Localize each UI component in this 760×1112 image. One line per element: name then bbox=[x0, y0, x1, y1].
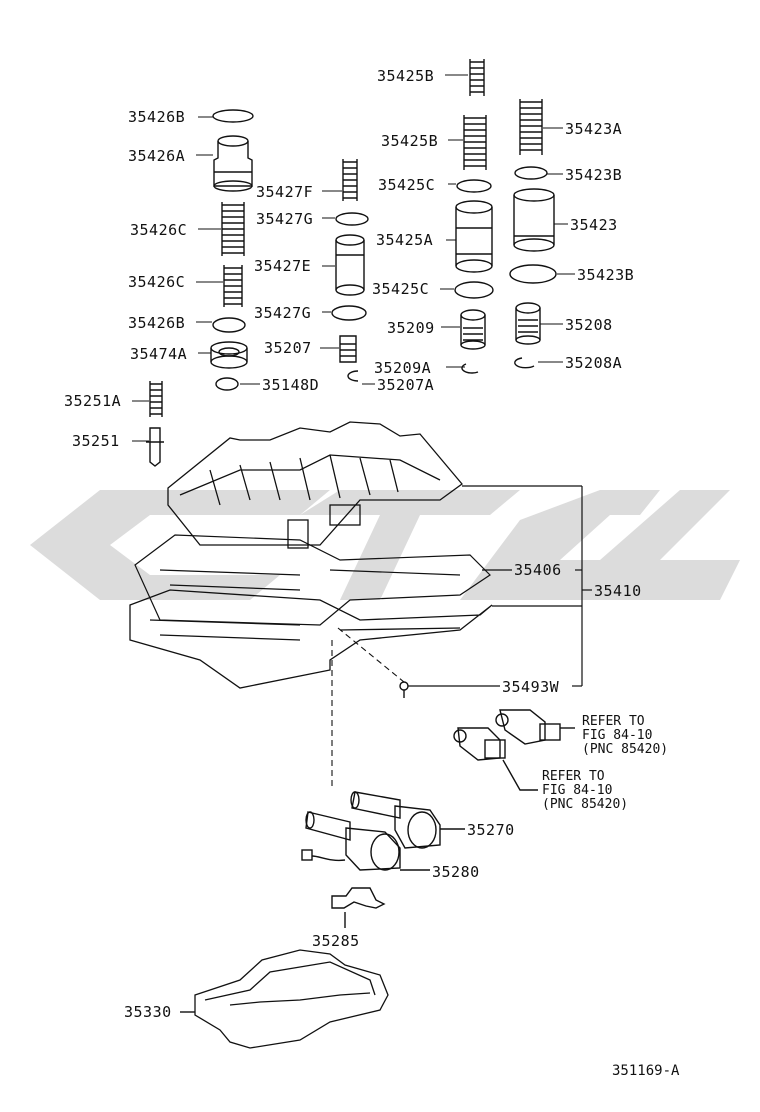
piston-35426A bbox=[213, 135, 253, 192]
spring-35251A bbox=[149, 381, 163, 417]
spring-35425B-top bbox=[469, 59, 485, 96]
spring-35423A bbox=[519, 99, 543, 155]
piston-35423 bbox=[513, 188, 555, 252]
label-35425B-top: 35425B bbox=[377, 67, 435, 85]
label-35427E: 35427E bbox=[254, 257, 312, 275]
o-ring-35425C-2 bbox=[454, 281, 494, 299]
o-ring-35427G-2 bbox=[331, 305, 367, 321]
label-35426B-bottom: 35426B bbox=[128, 314, 186, 332]
label-35285: 35285 bbox=[312, 932, 360, 950]
label-35474A: 35474A bbox=[130, 345, 188, 363]
refer-note-2: REFER TO FIG 84-10 (PNC 85420) bbox=[542, 769, 629, 812]
label-35208: 35208 bbox=[565, 316, 613, 334]
clip-35209A bbox=[461, 363, 479, 374]
o-ring-35423B-2 bbox=[509, 264, 557, 284]
spring-35426C-2 bbox=[223, 265, 243, 307]
watermark-logo bbox=[30, 490, 740, 600]
valve-35208 bbox=[515, 302, 541, 345]
label-35425B-2: 35425B bbox=[381, 132, 439, 150]
ring-35148D bbox=[215, 377, 239, 391]
clip-35208A bbox=[514, 357, 535, 369]
label-35427G-2: 35427G bbox=[254, 304, 312, 322]
valve-35251 bbox=[146, 427, 164, 467]
valve-35207 bbox=[339, 335, 357, 363]
bracket-35285 bbox=[331, 887, 386, 909]
label-35148D: 35148D bbox=[262, 376, 320, 394]
label-35427G-1: 35427G bbox=[256, 210, 314, 228]
label-35251A: 35251A bbox=[64, 392, 122, 410]
solenoid-refer-1 bbox=[495, 709, 575, 745]
assembly-bracket bbox=[408, 485, 592, 687]
label-35270: 35270 bbox=[467, 821, 515, 839]
label-35251: 35251 bbox=[72, 432, 120, 450]
dashed-guides bbox=[331, 627, 405, 790]
valve-body-upper-35406 bbox=[167, 421, 463, 549]
spring-35425B-2 bbox=[463, 115, 487, 170]
label-35423B-1: 35423B bbox=[565, 166, 623, 184]
label-35426B-top: 35426B bbox=[128, 108, 186, 126]
label-35426C-1: 35426C bbox=[130, 221, 188, 239]
bolt-35493W bbox=[399, 681, 409, 698]
solenoid-35270 bbox=[350, 791, 465, 849]
o-ring-35426B-top bbox=[212, 109, 254, 123]
label-35427F: 35427F bbox=[256, 183, 314, 201]
valve-35209 bbox=[460, 309, 486, 350]
label-35209: 35209 bbox=[387, 319, 435, 337]
label-35406: 35406 bbox=[514, 561, 562, 579]
label-35330: 35330 bbox=[124, 1003, 172, 1021]
spring-35426C-1 bbox=[221, 202, 245, 256]
piston-35425A bbox=[455, 200, 493, 273]
label-35493W: 35493W bbox=[502, 678, 560, 696]
clip-35207A bbox=[347, 370, 359, 382]
label-35425A: 35425A bbox=[376, 231, 434, 249]
label-35207A: 35207A bbox=[377, 376, 435, 394]
o-ring-35427G-1 bbox=[335, 212, 369, 226]
leader-lines bbox=[132, 74, 575, 442]
label-35426C-2: 35426C bbox=[128, 273, 186, 291]
label-35423A: 35423A bbox=[565, 120, 623, 138]
figure-reference: 351169-A bbox=[612, 1063, 680, 1079]
label-35423B-2: 35423B bbox=[577, 266, 635, 284]
label-35425C-1: 35425C bbox=[378, 176, 436, 194]
solenoid-refer-2 bbox=[453, 727, 538, 791]
label-35423: 35423 bbox=[570, 216, 618, 234]
o-ring-35423B-1 bbox=[514, 166, 548, 180]
o-ring-35426B-bottom bbox=[212, 317, 246, 333]
spring-35427F bbox=[342, 159, 358, 201]
piston-35427E bbox=[335, 234, 365, 296]
piston-35474A bbox=[210, 341, 248, 369]
label-35410: 35410 bbox=[594, 582, 642, 600]
solenoid-35280 bbox=[301, 811, 430, 871]
strainer-35330 bbox=[194, 949, 389, 1049]
refer-note-1: REFER TO FIG 84-10 (PNC 85420) bbox=[582, 714, 669, 757]
valve-body-lower bbox=[129, 589, 493, 689]
label-35426A: 35426A bbox=[128, 147, 186, 165]
label-35209A: 35209A bbox=[374, 359, 432, 377]
label-35425C-2: 35425C bbox=[372, 280, 430, 298]
label-35207: 35207 bbox=[264, 339, 312, 357]
o-ring-35425C-1 bbox=[456, 179, 492, 193]
label-35208A: 35208A bbox=[565, 354, 623, 372]
label-35280: 35280 bbox=[432, 863, 480, 881]
